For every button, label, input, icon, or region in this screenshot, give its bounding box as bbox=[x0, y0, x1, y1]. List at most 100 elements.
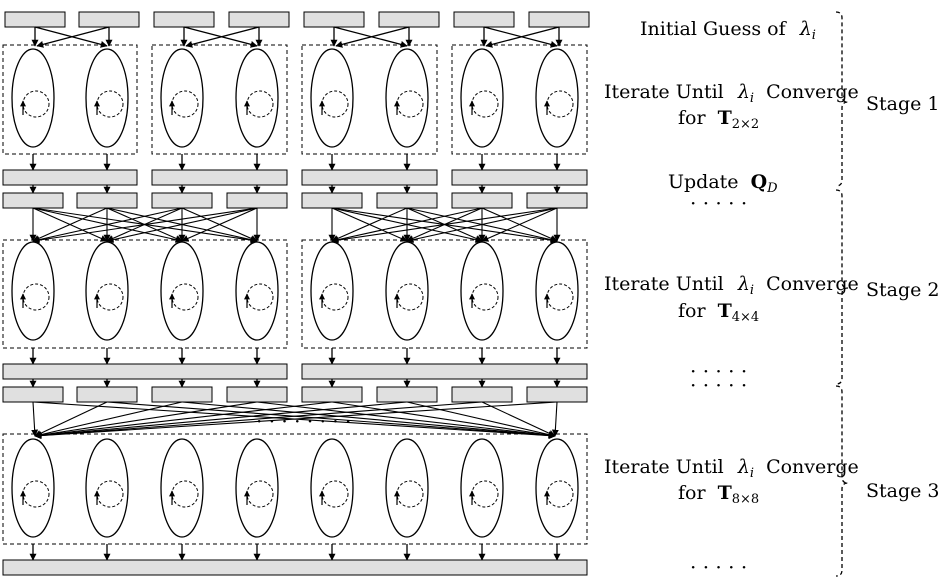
stage1-group-box-4 bbox=[451, 44, 588, 155]
stage3-converge-text: Converge bbox=[766, 456, 859, 478]
stage3-iteration-5 bbox=[310, 438, 354, 538]
stage3-matrix: T bbox=[718, 482, 732, 504]
stage3-iteration-1 bbox=[11, 438, 55, 538]
initial-guess-label: Initial Guess of λi bbox=[640, 18, 816, 43]
stage1-merged-block-4 bbox=[451, 169, 588, 186]
svg-text:Iterate Until λi C: Iterate Until λi Converge bbox=[604, 273, 859, 299]
stage3-iteration-8-outline bbox=[535, 438, 579, 538]
stage2-group-box-1 bbox=[2, 239, 288, 349]
stage1-iteration-6 bbox=[385, 48, 429, 148]
stage3-mix-arrow bbox=[31, 401, 39, 437]
stage3-lambda-sub: i bbox=[750, 466, 754, 481]
stage2-input-block-8 bbox=[526, 192, 588, 209]
stage2-iterate-label: Iterate Until λi Converge for T4×4 bbox=[604, 273, 859, 325]
stage1-lambda: λ bbox=[737, 81, 750, 103]
stage3-iteration-6-outline bbox=[385, 438, 429, 538]
stage3-iteration-5-outline bbox=[310, 438, 354, 538]
initial-guess-lambda-sub: i bbox=[812, 28, 816, 43]
stage1-iteration-1 bbox=[11, 48, 55, 148]
stage3-iteration-6 bbox=[385, 438, 429, 538]
stage3-mix-arrow bbox=[331, 401, 556, 439]
stage2-iteration-5-outline bbox=[310, 241, 354, 341]
stage2-brace bbox=[835, 189, 849, 385]
stage3-mix-arrow bbox=[406, 401, 556, 439]
stage2-mix-arrow bbox=[32, 207, 258, 244]
update-label: Update QD bbox=[668, 171, 778, 196]
stage3-iteration-3-outline bbox=[160, 438, 204, 538]
svg-text:for T2×2: for T2×2 bbox=[678, 107, 759, 132]
stage1-matrix-sub: 2×2 bbox=[732, 117, 759, 132]
stage3-mix-arrow bbox=[106, 401, 556, 440]
stage3-input-block-8 bbox=[526, 386, 588, 403]
stage2-converge-text: Converge bbox=[766, 273, 859, 295]
stage2-lambda: λ bbox=[737, 273, 750, 295]
stage2-mix-arrow bbox=[181, 207, 258, 242]
stage3-iteration-1-outline bbox=[11, 438, 55, 538]
stage2-iteration-2 bbox=[85, 241, 129, 341]
stage2-matrix-sub: 4×4 bbox=[732, 310, 759, 325]
stage1-merged-block-2 bbox=[151, 169, 288, 186]
stage1-iteration-2 bbox=[85, 48, 129, 148]
bars-layer bbox=[2, 11, 590, 576]
dots-after-stage1: · · · · · bbox=[690, 191, 747, 215]
initial-block-8 bbox=[528, 11, 590, 28]
stage3-iteration-7-outline bbox=[460, 438, 504, 538]
svg-text:for T4×4: for T4×4 bbox=[678, 300, 759, 325]
stage2-input-block-1 bbox=[2, 192, 64, 209]
stage3-iteration-2 bbox=[85, 438, 129, 538]
svg-text:for T8×8: for T8×8 bbox=[678, 482, 759, 507]
stage2-iteration-7 bbox=[460, 241, 504, 341]
stage3-label: Stage 3 bbox=[866, 480, 940, 502]
stage1-cross-arrow bbox=[36, 26, 110, 48]
stage2-iteration-2-outline bbox=[85, 241, 129, 341]
update-matrix-sub: D bbox=[766, 181, 778, 196]
update-text: Update bbox=[668, 171, 739, 193]
stage3-mix-arrow bbox=[34, 401, 258, 439]
stage3-mix-arrow bbox=[181, 401, 556, 439]
stage3-mix-arrow bbox=[34, 401, 408, 439]
stage1-cross-arrow bbox=[335, 26, 410, 48]
stage2-mix-arrow bbox=[481, 207, 558, 242]
stage2-matrix: T bbox=[718, 300, 732, 322]
stage1-merged-block-3 bbox=[301, 169, 438, 186]
stage2-iteration-8-outline bbox=[535, 241, 579, 341]
stage2-input-block-5 bbox=[301, 192, 363, 209]
stage2-input-block-4 bbox=[226, 192, 288, 209]
initial-guess-lambda: λ bbox=[799, 18, 812, 40]
initial-block-7 bbox=[453, 11, 515, 28]
stage3-mix-arrow bbox=[34, 401, 333, 439]
stage2-iteration-1-outline bbox=[11, 241, 55, 341]
stage2-iteration-5 bbox=[310, 241, 354, 341]
stage3-iteration-7 bbox=[460, 438, 504, 538]
stage3-iteration-4-outline bbox=[235, 438, 279, 538]
stage2-iteration-7-outline bbox=[460, 241, 504, 341]
stage3-for-text: for bbox=[678, 482, 706, 504]
stage2-iteration-1 bbox=[11, 241, 55, 341]
stage2-mix-arrow bbox=[331, 207, 483, 244]
stage3-mix-arrow bbox=[34, 401, 483, 440]
stage2-iteration-8 bbox=[535, 241, 579, 341]
svg-text:Update QD: Update QD bbox=[668, 171, 778, 196]
stage1-matrix: T bbox=[718, 107, 732, 129]
stage1-brace bbox=[835, 11, 849, 187]
initial-block-5 bbox=[303, 11, 365, 28]
stage1-iteration-2-outline bbox=[85, 48, 129, 148]
stage1-cross-arrow bbox=[485, 26, 560, 48]
stage3-group-box bbox=[2, 433, 588, 545]
stage3-iteration-3 bbox=[160, 438, 204, 538]
stage3-matrix-sub: 8×8 bbox=[732, 492, 759, 507]
stage2-mix-arrow bbox=[106, 207, 258, 244]
stage3-mix-arrow bbox=[256, 401, 556, 439]
arrows-layer bbox=[29, 26, 563, 561]
stage2-mix-arrow bbox=[32, 207, 183, 244]
stage1-iteration-6-outline bbox=[385, 48, 429, 148]
stage1-cross-arrow bbox=[185, 26, 260, 48]
stage3-input-block-3 bbox=[151, 386, 213, 403]
stage2-iteration-3 bbox=[160, 241, 204, 341]
stage2-lambda-sub: i bbox=[750, 283, 754, 298]
stage2-input-block-7 bbox=[451, 192, 513, 209]
stage2-merged-block-2 bbox=[301, 363, 588, 380]
stage1-group-box-2 bbox=[151, 44, 288, 155]
stage3-mix-arrow bbox=[34, 401, 558, 440]
